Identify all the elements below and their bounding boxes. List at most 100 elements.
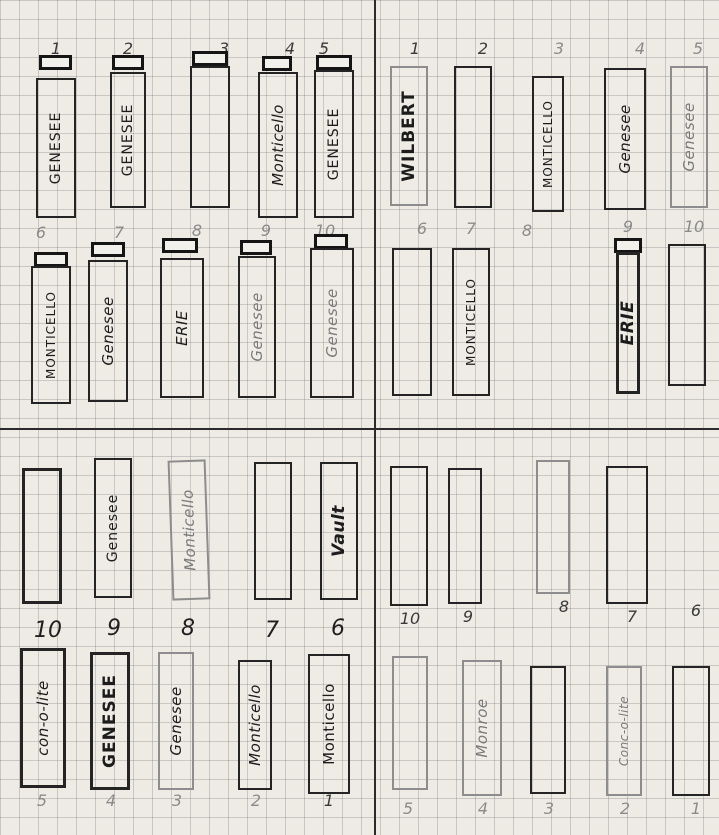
container-box: Monticello xyxy=(168,459,211,600)
container-box: MONTICELLO xyxy=(452,248,490,396)
slot-number: 9 xyxy=(448,608,488,626)
container-label: Monticello xyxy=(269,104,287,186)
bl-r2-slot-1: Monticello 1 xyxy=(306,650,352,835)
br-r2-slot-3: 3 xyxy=(528,662,570,835)
container-label: ERIE xyxy=(618,301,638,346)
slot-number: 6 xyxy=(398,220,446,238)
container-label: GENESEE xyxy=(48,112,64,185)
container-box: Monticello xyxy=(258,72,298,218)
container-box xyxy=(668,244,706,386)
container-box: Genesee xyxy=(670,66,708,208)
container-label: GENESEE xyxy=(326,108,342,181)
container-box: WILBERT xyxy=(390,66,428,206)
container-label: Genesee xyxy=(616,104,634,173)
container-label: Genesee xyxy=(323,288,341,357)
slot-number: 4 xyxy=(614,40,666,58)
container-cap xyxy=(614,238,642,253)
slot-number: 8 xyxy=(544,598,584,616)
container-box: Genesee xyxy=(88,260,128,402)
container-label: MONTICELLO xyxy=(464,278,478,366)
container-box: Genesee xyxy=(310,248,354,398)
container-box: con-o-lite xyxy=(20,648,66,788)
slot-number: 5 xyxy=(676,40,719,58)
container-box: MONTICELLO xyxy=(532,76,564,212)
container-box: Monticello xyxy=(308,654,350,794)
br-r2-slot-5: 5 xyxy=(390,652,434,835)
bl-r2-slot-4: GENESEE 4 xyxy=(88,648,134,835)
container-cap xyxy=(39,55,72,70)
slot-number: 1 xyxy=(306,792,352,810)
slot-number: 10 xyxy=(388,610,432,628)
tr-r1-slot-1: 1 WILBERT xyxy=(386,40,432,210)
slot-number: 7 xyxy=(448,220,494,238)
container-box xyxy=(536,460,570,594)
tl-r2-slot-10: 10 Genesee xyxy=(308,222,358,406)
container-label: Conc-o-lite xyxy=(617,696,631,766)
container-box xyxy=(448,468,482,604)
tl-r2-slot-7: 7 Genesee xyxy=(86,222,132,406)
slot-number: 10 xyxy=(670,218,718,236)
tl-r1-slot-3: 3 xyxy=(188,40,232,210)
slot-number: 9 xyxy=(244,222,288,240)
container-box xyxy=(392,656,428,790)
slot-number: 6 xyxy=(676,602,716,620)
slot-number: 7 xyxy=(250,620,294,642)
br-r1-slot-10: 10 xyxy=(388,462,432,632)
container-label: WILBERT xyxy=(399,90,419,181)
br-r1-slot-8: 8 xyxy=(534,456,574,632)
container-label: Genesee xyxy=(167,686,185,755)
container-cap xyxy=(262,56,292,71)
container-box: Genesee xyxy=(158,652,194,790)
br-r1-slot-6: 6 xyxy=(670,462,710,632)
bl-r1-slot-8: Monticello 8 xyxy=(168,460,212,650)
slot-number: 7 xyxy=(96,224,142,242)
tl-r2-slot-9: 9 Genesee xyxy=(236,222,280,406)
tl-r2-slot-6: 6 MONTICELLO xyxy=(28,222,74,406)
slot-number: 3 xyxy=(538,40,580,58)
br-r2-slot-2: Conc-o-lite 2 xyxy=(604,662,646,835)
tr-r2-slot-7: 7 MONTICELLO xyxy=(448,218,494,402)
container-box: GENESEE xyxy=(314,70,354,218)
container-cap xyxy=(316,55,352,70)
container-box: GENESEE xyxy=(110,72,146,208)
tr-r2-slot-6: 6 xyxy=(388,218,436,402)
container-cap xyxy=(162,238,198,253)
tr-r1-slot-2: 2 xyxy=(450,40,496,210)
br-r1-slot-7: 7 xyxy=(604,462,652,632)
container-label: Monticello xyxy=(179,489,200,571)
container-box xyxy=(606,466,648,604)
container-label: Genesee xyxy=(105,494,121,562)
container-label: MONTICELLO xyxy=(541,100,555,188)
vertical-divider-line xyxy=(374,0,376,835)
slot-number: 3 xyxy=(156,792,198,810)
slot-number: 1 xyxy=(674,800,718,818)
container-cap xyxy=(34,252,68,267)
br-r1-slot-9: 9 xyxy=(446,462,486,632)
slot-number: 5 xyxy=(16,792,68,810)
container-box: Vault xyxy=(320,462,358,600)
slot-number: 5 xyxy=(386,800,430,818)
tr-r1-slot-5: 5 Genesee xyxy=(668,40,712,210)
container-box xyxy=(454,66,492,208)
br-r2-slot-1: 1 xyxy=(670,662,714,835)
container-box xyxy=(390,466,428,606)
tl-r1-slot-5: 5 GENESEE xyxy=(312,40,356,220)
tl-r1-slot-4: 4 Monticello xyxy=(256,40,300,220)
slot-number: 2 xyxy=(236,792,276,810)
container-box: Genesee xyxy=(604,68,646,210)
slot-number: 6 xyxy=(18,224,64,242)
container-label: Monticello xyxy=(246,684,264,766)
bl-r1-slot-7: 7 xyxy=(252,460,296,650)
horizontal-divider-line xyxy=(0,428,719,430)
tr-r2-slot-10: 10 xyxy=(664,218,712,402)
container-box xyxy=(672,666,710,796)
bl-r1-slot-6: Vault 6 xyxy=(318,460,362,650)
container-box: ERIE xyxy=(616,252,640,394)
container-box xyxy=(190,66,230,208)
container-box xyxy=(392,248,432,396)
slot-number: 9 xyxy=(606,218,650,236)
container-box: Monroe xyxy=(462,660,502,796)
slot-number: 3 xyxy=(528,800,570,818)
container-box: GENESEE xyxy=(90,652,130,790)
container-box xyxy=(254,462,292,600)
